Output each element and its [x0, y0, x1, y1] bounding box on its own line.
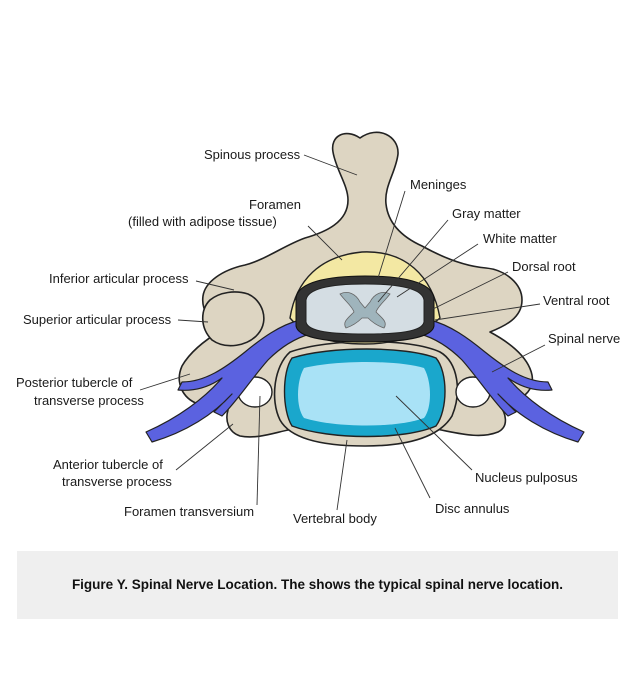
- leader-vertebral-body: [336, 439, 348, 511]
- label-gray-matter: Gray matter: [452, 206, 521, 221]
- leader-nucleus-pulposus: [395, 395, 473, 471]
- label-posterior-tubercle-2: transverse process: [34, 393, 144, 408]
- label-superior-articular-process: Superior articular process: [23, 312, 172, 327]
- superior-articular-process: [201, 291, 265, 347]
- leader-foramen-transversium: [256, 395, 261, 506]
- spinal-nerve-right: [419, 319, 585, 443]
- label-white-matter: White matter: [483, 231, 557, 246]
- label-meninges: Meninges: [410, 177, 467, 192]
- leader-posterior-tubercle: [139, 373, 191, 391]
- label-nucleus-pulposus: Nucleus pulposus: [475, 470, 578, 485]
- labels: Spinous process Foramen (filled with adi…: [16, 147, 620, 526]
- spinal-nerves: [145, 319, 585, 443]
- figure-caption-box: Figure Y. Spinal Nerve Location. The sho…: [17, 551, 618, 619]
- label-spinal-nerve: Spinal nerve: [548, 331, 620, 346]
- leader-spinal-nerve: [491, 344, 546, 373]
- leader-superior-articular: [177, 319, 209, 323]
- label-ventral-root: Ventral root: [543, 293, 610, 308]
- label-spinous-process: Spinous process: [204, 147, 301, 162]
- leader-inferior-articular: [195, 280, 235, 291]
- leader-ventral-root: [434, 303, 541, 321]
- label-anterior-tubercle: Anterior tubercle of: [53, 457, 163, 472]
- leader-disc-annulus: [394, 427, 431, 499]
- spinal-nerve-diagram: Spinous process Foramen (filled with adi…: [16, 131, 620, 526]
- leader-spinous: [303, 154, 358, 176]
- label-dorsal-root: Dorsal root: [512, 259, 576, 274]
- leader-anterior-tubercle: [175, 423, 234, 471]
- leader-gray-matter: [377, 219, 449, 303]
- label-foramen-transversium: Foramen transversium: [124, 504, 254, 519]
- leader-lines: [139, 154, 546, 511]
- figure-caption: Figure Y. Spinal Nerve Location. The sho…: [71, 577, 564, 592]
- leader-foramen: [307, 225, 343, 261]
- label-anterior-tubercle-2: transverse process: [62, 474, 172, 489]
- leader-white-matter: [396, 243, 479, 298]
- spinal-nerve-left: [145, 319, 311, 443]
- label-posterior-tubercle: Posterior tubercle of: [16, 375, 133, 390]
- label-foramen-note: (filled with adipose tissue): [128, 214, 277, 229]
- leader-meninges: [377, 190, 406, 279]
- label-vertebral-body: Vertebral body: [293, 511, 377, 526]
- nucleus-pulposus: [298, 362, 430, 426]
- label-disc-annulus: Disc annulus: [435, 501, 510, 516]
- label-inferior-articular-process: Inferior articular process: [49, 271, 189, 286]
- leader-dorsal-root: [432, 271, 509, 310]
- label-foramen: Foramen: [249, 197, 301, 212]
- spinal-cord-gray-matter: [339, 292, 391, 329]
